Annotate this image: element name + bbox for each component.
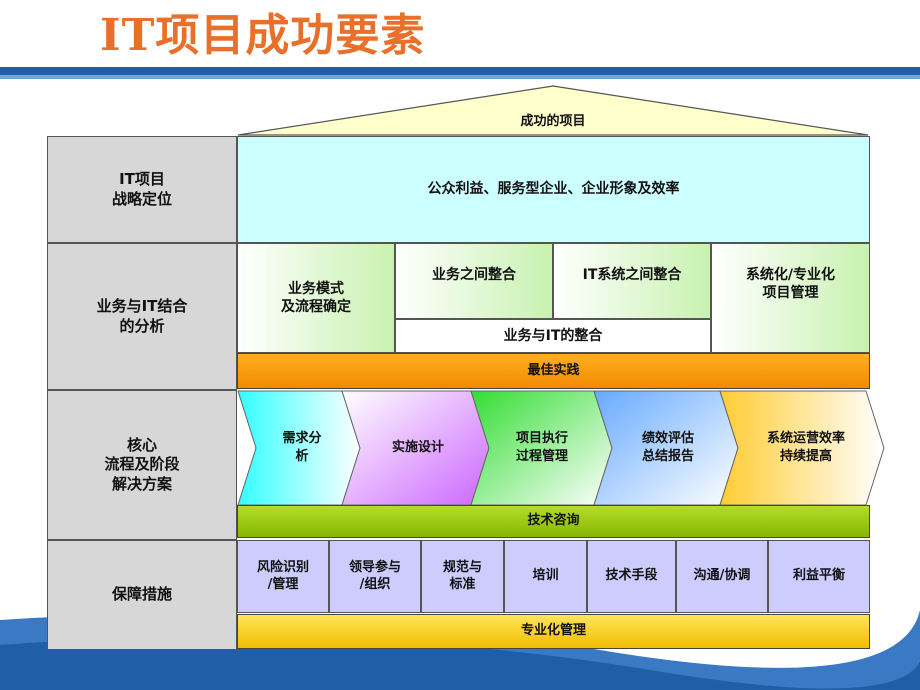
roof-label: 成功的项目 xyxy=(520,113,586,129)
row-label-analysis: 业务与IT结合 的分析 xyxy=(47,243,237,390)
best-practice-bar: 最佳实践 xyxy=(237,353,870,389)
header-band xyxy=(0,67,920,75)
analysis-integration-bar: 业务与IT的整合 xyxy=(395,319,711,353)
process-step-label: 项目执行 过程管理 xyxy=(515,431,568,464)
process-step-label: 系统运营效率 持续提高 xyxy=(766,431,845,464)
row-label-support: 保障措施 xyxy=(47,540,237,650)
support-item: 技术手段 xyxy=(587,540,676,613)
professional-management-bar: 专业化管理 xyxy=(237,614,870,649)
analysis-cell-it-integration: IT系统之间整合 xyxy=(553,243,711,319)
process-step-label: 需求分 析 xyxy=(282,431,322,464)
analysis-cell-business-integration: 业务之间整合 xyxy=(395,243,553,319)
analysis-cell-business-model: 业务模式 及流程确定 xyxy=(237,243,395,353)
analysis-cell-project-management: 系统化/专业化 项目管理 xyxy=(711,243,870,353)
header-band-light xyxy=(0,75,920,79)
strategy-content: 公众利益、服务型企业、企业形象及效率 xyxy=(237,136,870,243)
process-chevrons xyxy=(237,390,885,506)
process-step-label: 绩效评估 总结报告 xyxy=(641,431,694,464)
support-item: 利益平衡 xyxy=(768,540,870,613)
row-label-core: 核心 流程及阶段 解决方案 xyxy=(47,390,237,540)
support-item: 沟通/协调 xyxy=(676,540,768,613)
support-item: 规范与 标准 xyxy=(421,540,504,613)
page-title: IT项目成功要素 xyxy=(100,10,426,61)
tech-consulting-bar: 技术咨询 xyxy=(237,505,870,538)
process-step-label: 实施设计 xyxy=(391,440,444,456)
support-item: 领导参与 /组织 xyxy=(329,540,421,613)
roof-shape xyxy=(237,85,869,136)
support-item: 风险识别 /管理 xyxy=(237,540,329,613)
row-label-strategy: IT项目 战略定位 xyxy=(47,136,237,243)
support-item: 培训 xyxy=(504,540,587,613)
